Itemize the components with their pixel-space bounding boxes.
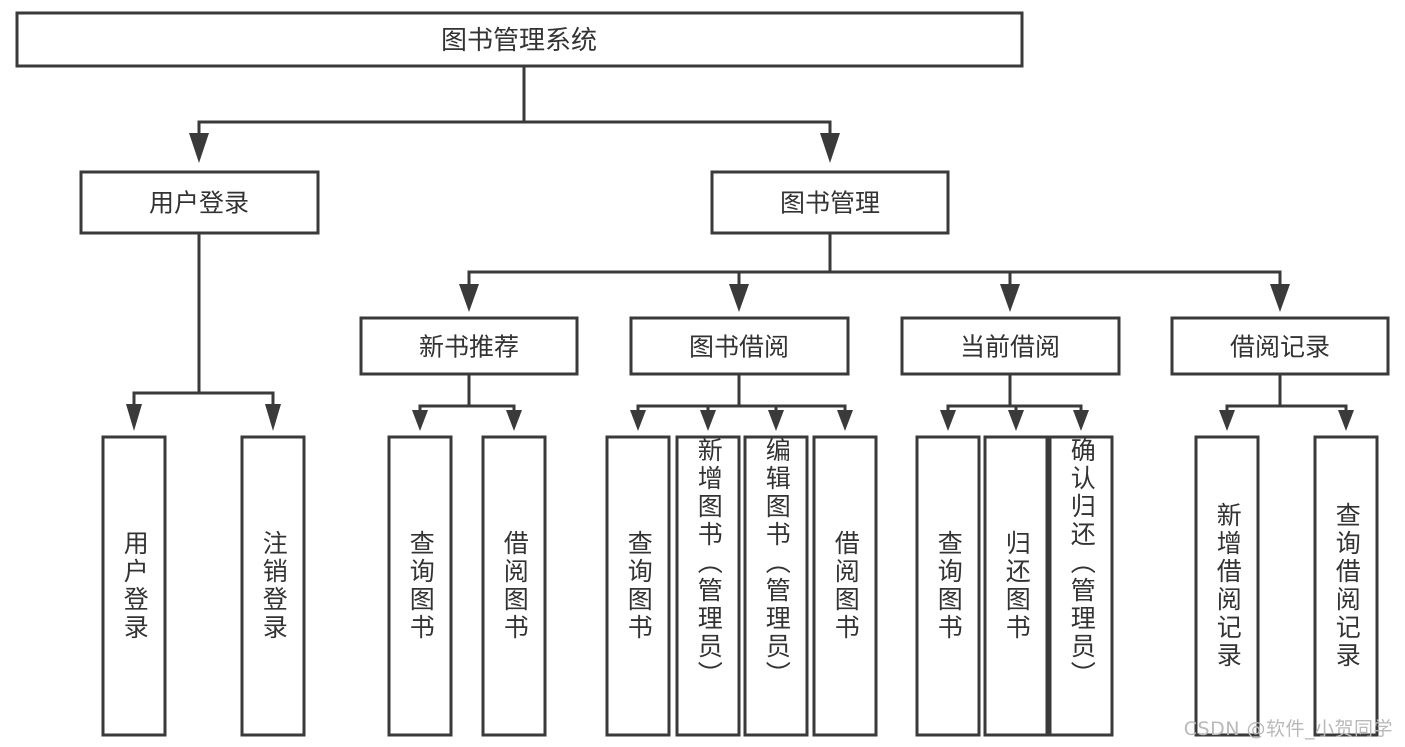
connector-group-borrow-record: [1219, 372, 1354, 431]
arrow-head-leaf-user-login: [126, 404, 142, 431]
node-user-login-label: 用户登录: [149, 189, 249, 218]
leaf-query-book-current-box[interactable]: [915, 435, 981, 737]
leaf-query-book-borrow-box[interactable]: [605, 435, 671, 737]
node-book-management[interactable]: 图书管理: [710, 170, 950, 235]
arrow-head-leaf-logout: [265, 404, 281, 431]
leaf-add-book-box[interactable]: [675, 435, 741, 737]
arrow-head-book-management: [820, 133, 840, 163]
leaf-user-login-box[interactable]: [101, 435, 167, 737]
csdn-watermark: CSDN @软件_小贺同学: [1183, 718, 1393, 740]
node-root-label: 图书管理系统: [441, 26, 597, 56]
node-new-book-recommend-box[interactable]: [359, 316, 579, 376]
leaf-borrow-book-box[interactable]: [812, 435, 878, 737]
leaf-boxes: [101, 435, 1379, 737]
arrow-head-leaf-borrow-book: [837, 410, 853, 431]
node-borrow-record[interactable]: 借阅记录: [1170, 316, 1390, 376]
connector-group-new-book-recommend: [412, 372, 522, 431]
node-user-login-box[interactable]: [79, 170, 320, 235]
node-current-borrow-box[interactable]: [900, 316, 1121, 376]
arrow-head-leaf-edit-book: [768, 410, 784, 431]
arrow-head-current-borrow: [1000, 284, 1020, 312]
arrow-head-leaf-query-book-borrow: [630, 410, 646, 431]
node-borrow-record-box[interactable]: [1170, 316, 1390, 376]
arrow-head-leaf-query-book-recommend: [412, 410, 428, 431]
node-book-management-label: 图书管理: [780, 189, 880, 218]
node-book-borrow-label: 图书借阅: [689, 333, 789, 362]
arrow-head-borrow-record: [1270, 284, 1290, 312]
node-new-book-recommend-label: 新书推荐: [419, 333, 519, 362]
arrow-head-book-borrow: [729, 284, 749, 312]
arrow-head-leaf-query-book-current: [940, 410, 956, 431]
connector-group-book-borrow: [630, 372, 853, 431]
arrow-head-user-login: [189, 133, 209, 163]
leaf-confirm-return-box[interactable]: [1048, 435, 1114, 737]
arrow-head-leaf-borrow-book-recommend: [506, 410, 522, 431]
node-book-borrow[interactable]: 图书借阅: [629, 316, 850, 376]
node-borrow-record-label: 借阅记录: [1230, 333, 1330, 362]
node-root[interactable]: 图书管理系统: [15, 11, 1024, 68]
leaf-query-book-recommend-box[interactable]: [387, 435, 453, 737]
node-user-login[interactable]: 用户登录: [79, 170, 320, 235]
arrow-head-leaf-query-borrow-record: [1338, 410, 1354, 431]
arrow-head-new-book-recommend: [459, 284, 479, 312]
leaf-query-borrow-record-box[interactable]: [1313, 435, 1379, 737]
connector-group-book-management: [459, 231, 1290, 312]
node-new-book-recommend[interactable]: 新书推荐: [359, 316, 579, 376]
node-book-management-box[interactable]: [710, 170, 950, 235]
leaf-borrow-book-recommend-box[interactable]: [481, 435, 547, 737]
connector-group-root: [189, 64, 840, 163]
leaf-return-book-box[interactable]: [983, 435, 1049, 737]
arrow-head-leaf-add-book: [700, 410, 716, 431]
arrow-head-leaf-return-book: [1008, 410, 1024, 431]
node-current-borrow-label: 当前借阅: [960, 333, 1060, 362]
node-root-box[interactable]: [15, 11, 1024, 68]
connector-group-current-borrow: [940, 372, 1089, 431]
arrow-head-leaf-add-borrow-record: [1219, 410, 1235, 431]
node-book-borrow-box[interactable]: [629, 316, 850, 376]
connector-group-user-login: [126, 231, 281, 431]
leaf-add-borrow-record-box[interactable]: [1194, 435, 1260, 737]
node-current-borrow[interactable]: 当前借阅: [900, 316, 1121, 376]
arrow-head-leaf-confirm-return: [1073, 410, 1089, 431]
leaf-edit-book-box[interactable]: [743, 435, 809, 737]
leaf-logout-box[interactable]: [240, 435, 306, 737]
